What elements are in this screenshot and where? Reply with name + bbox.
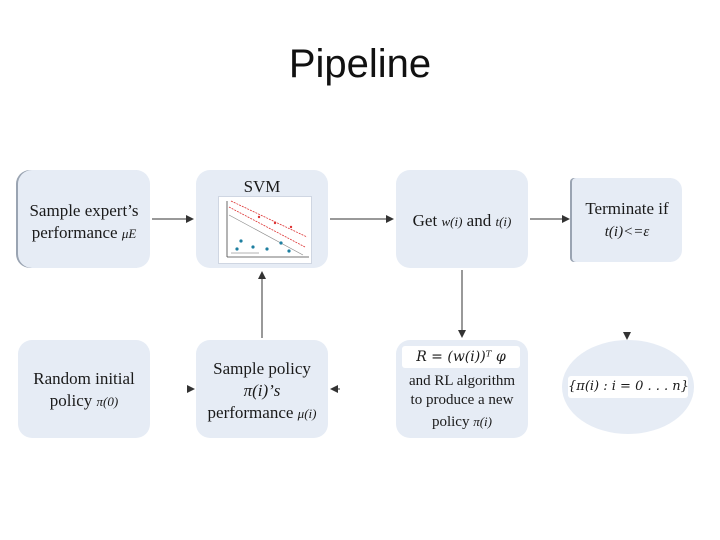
random-policy-box: Random initial policy π(0) [18, 340, 150, 438]
get-w-t-box: Get w(i) and t(i) [396, 170, 528, 268]
reward-formula: R = (w(i))ᵀ φ [402, 346, 520, 368]
w-i-symbol: w(i) [441, 214, 463, 229]
output-set-oval: {π(i) : i = 0 . . . n} [562, 340, 694, 434]
rl-algorithm-box: R = (w(i))ᵀ φ and RL algorithm to produc… [396, 340, 528, 438]
rl-line2: to produce a new [410, 392, 514, 408]
sample-expert-box: Sample expert’s performance μE [18, 170, 150, 268]
sample-policy-line3: performance [207, 403, 294, 422]
svm-label: SVM [243, 177, 281, 196]
policy-set-formula: {π(i) : i = 0 . . . n} [568, 376, 689, 398]
t-i-symbol: t(i) [495, 214, 512, 229]
page-title: Pipeline [288, 42, 432, 86]
terminate-condition: t(i)<=ε [604, 224, 650, 240]
pi-i-symbol: π(i) [473, 414, 493, 429]
sample-policy-box: Sample policy π(i)’s performance μ(i) [196, 340, 328, 438]
pi-0-symbol: π(0) [96, 394, 119, 409]
svm-box: SVM [196, 170, 328, 268]
random-policy-line1: Random initial [33, 369, 135, 388]
and-label: and [466, 211, 492, 230]
sample-expert-line2: performance [31, 223, 118, 242]
get-label: Get [412, 211, 438, 230]
terminate-box: Terminate if t(i)<=ε [572, 178, 682, 262]
sample-expert-line1: Sample expert’s [29, 201, 139, 220]
mu-i-symbol: μ(i) [297, 406, 317, 421]
terminate-line1: Terminate if [585, 199, 669, 218]
mu-e-symbol: μE [121, 226, 137, 241]
random-policy-line2: policy [49, 391, 93, 410]
sample-policy-line2: π(i)’s [243, 381, 281, 400]
svm-plot-thumbnail [218, 196, 312, 264]
sample-policy-line1: Sample policy [213, 359, 311, 378]
rl-line3: policy [431, 414, 470, 430]
rl-line1: and RL algorithm [408, 373, 516, 389]
